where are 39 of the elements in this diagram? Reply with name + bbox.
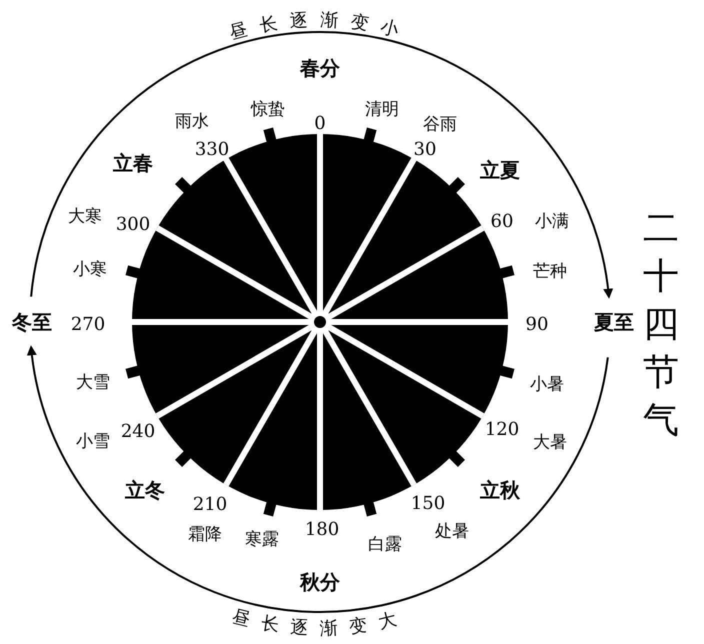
arc-caption: 昼长逐渐变小 — [227, 10, 413, 44]
degree-label: 210 — [192, 496, 228, 514]
term-label: 白露 — [368, 536, 402, 554]
major-term-label: 冬至 — [12, 312, 52, 332]
term-label: 小寒 — [73, 262, 107, 278]
major-term-label: 立秋 — [480, 480, 520, 500]
degree-label: 270 — [70, 316, 106, 334]
degree-label: 30 — [414, 141, 436, 159]
degree-label: 0 — [314, 115, 326, 133]
degree-label: 120 — [484, 421, 520, 439]
degree-label: 330 — [194, 141, 230, 159]
degree-label: 180 — [304, 521, 340, 539]
term-label: 大暑 — [533, 434, 567, 452]
major-term-label: 立夏 — [480, 160, 520, 180]
degree-label: 240 — [120, 423, 156, 441]
term-label: 雨水 — [175, 114, 209, 130]
term-label: 大雪 — [76, 374, 110, 392]
major-term-label: 立春 — [113, 153, 153, 173]
degree-label: 300 — [116, 216, 150, 234]
term-label: 清明 — [365, 102, 399, 118]
degree-label: 60 — [490, 213, 514, 231]
major-term-label: 立冬 — [125, 480, 165, 500]
term-label: 芒种 — [533, 264, 567, 280]
degree-label: 150 — [410, 495, 446, 513]
term-label: 大寒 — [68, 208, 102, 226]
term-label: 小满 — [535, 214, 569, 230]
term-label: 小暑 — [530, 376, 564, 394]
term-label: 寒露 — [245, 532, 279, 548]
term-label: 惊蛰 — [251, 102, 285, 118]
term-label: 处暑 — [435, 524, 469, 540]
major-term-label: 秋分 — [300, 572, 340, 592]
term-label: 霜降 — [188, 526, 222, 544]
arc-caption: 昼长逐渐变大 — [230, 606, 410, 640]
major-term-label: 夏至 — [594, 312, 634, 332]
term-label: 谷雨 — [423, 116, 457, 134]
degree-label: 90 — [526, 316, 548, 334]
term-label: 小雪 — [76, 434, 110, 450]
title: 二十四节气 — [642, 207, 680, 443]
major-term-label: 春分 — [300, 58, 340, 78]
